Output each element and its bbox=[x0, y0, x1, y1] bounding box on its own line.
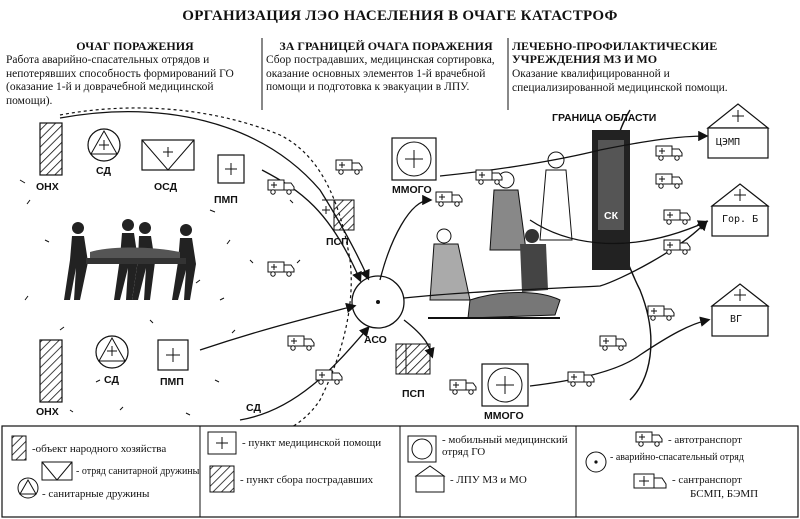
mmogo-symbol-bottom bbox=[481, 363, 529, 407]
label-onh-bottom: ОНХ bbox=[36, 406, 59, 418]
label-vg: ВГ bbox=[730, 314, 743, 325]
truck bbox=[267, 179, 295, 195]
column-heading-focus: ОЧАГ ПОРАЖЕНИЯ bbox=[76, 39, 194, 53]
column-heading-lpu: ЛЕЧЕБНО-ПРОФИЛАКТИЧЕСКИЕ УЧРЕЖДЕНИЯ МЗ И… bbox=[512, 39, 718, 66]
truck bbox=[267, 261, 295, 277]
label-onh-top: ОНХ bbox=[36, 181, 59, 193]
legend-pmp-text: - пункт медицинской помощи bbox=[242, 437, 382, 449]
psp-symbol-top bbox=[322, 199, 355, 231]
psp-symbol-bottom bbox=[395, 343, 431, 375]
legend-sd-text: - санитарные дружины bbox=[42, 488, 150, 500]
truck bbox=[315, 369, 343, 385]
truck bbox=[663, 209, 691, 225]
label-pmp-bottom: ПМП bbox=[160, 376, 184, 388]
label-osd: ОСД bbox=[154, 181, 178, 193]
label-mmogo-bottom: ММОГО bbox=[484, 410, 524, 422]
label-sd-bottom: СД bbox=[104, 374, 119, 386]
sd-symbol-top bbox=[87, 128, 121, 162]
label-sd-lower: СД bbox=[246, 402, 261, 414]
legend-auto-text: - автотранспорт bbox=[668, 434, 742, 446]
sd-symbol-bottom bbox=[95, 335, 129, 369]
legend-sanit-text: - сантранспорт bbox=[672, 474, 742, 486]
column-text-focus: Работа аварийно-спасательных отрядов и н… bbox=[6, 54, 234, 107]
rescuers-illustration bbox=[64, 219, 196, 300]
label-gor-b: Гор. Б bbox=[722, 214, 759, 225]
legend-mmogo-text: - мобильный медицинский отряд ГО bbox=[442, 434, 568, 458]
legend-lpu-text: - ЛПУ МЗ и МО bbox=[450, 474, 527, 486]
region-border-label: ГРАНИЦА ОБЛАСТИ bbox=[552, 112, 657, 124]
truck bbox=[435, 191, 463, 207]
truck bbox=[663, 239, 691, 255]
aso-symbol bbox=[351, 275, 405, 329]
label-tsemp: ЦЭМП bbox=[716, 137, 741, 148]
mmogo-symbol-top bbox=[391, 137, 437, 181]
legend-aso-icon bbox=[585, 451, 607, 473]
legend-lpu-icon bbox=[414, 465, 446, 493]
osd-symbol bbox=[141, 139, 195, 171]
truck bbox=[599, 335, 627, 351]
label-psp-top: ПСП bbox=[326, 236, 349, 248]
legend-osd-icon bbox=[41, 461, 73, 481]
legend-sanit-icon bbox=[633, 473, 667, 489]
truck bbox=[655, 173, 683, 189]
column-text-lpu: Оказание квалифицированной и специализир… bbox=[512, 68, 728, 94]
legend-onh-text: -объект народного хозяйства bbox=[32, 443, 167, 455]
pmp-symbol-top bbox=[217, 154, 245, 184]
truck bbox=[647, 305, 675, 321]
label-ck: СК bbox=[604, 210, 618, 222]
truck bbox=[567, 371, 595, 387]
onh-symbol-bottom bbox=[39, 339, 63, 403]
legend-psp-icon bbox=[209, 465, 235, 493]
label-psp-bottom: ПСП bbox=[402, 388, 425, 400]
legend-sanit-subtext: БСМП, БЭМП bbox=[690, 488, 759, 500]
legend-pmp-icon bbox=[207, 431, 237, 455]
legend-sd-icon bbox=[17, 477, 39, 499]
pmp-symbol-bottom bbox=[157, 339, 189, 371]
truck bbox=[475, 169, 503, 185]
legend-onh-icon bbox=[11, 435, 27, 461]
lpu-gor-b bbox=[710, 183, 770, 237]
label-sd-top: СД bbox=[96, 165, 111, 177]
focus-boundary bbox=[59, 107, 352, 441]
truck bbox=[287, 335, 315, 351]
label-aso: АСО bbox=[364, 334, 387, 346]
onh-symbol-top bbox=[39, 122, 63, 176]
truck bbox=[335, 159, 363, 175]
truck bbox=[449, 379, 477, 395]
legend-mmogo-icon bbox=[407, 435, 437, 463]
legend-aso-text: - аварийно-спасательный отряд bbox=[610, 452, 744, 463]
label-pmp-top: ПМП bbox=[214, 194, 238, 206]
truck bbox=[655, 145, 683, 161]
label-mmogo-top: ММОГО bbox=[392, 184, 432, 196]
column-heading-outside: ЗА ГРАНИЦЕЙ ОЧАГА ПОРАЖЕНИЯ bbox=[279, 39, 493, 53]
page-title: ОРГАНИЗАЦИЯ ЛЭО НАСЕЛЕНИЯ В ОЧАГЕ КАТАСТ… bbox=[182, 8, 618, 24]
legend-osd-text: - отряд санитарной дружины bbox=[76, 466, 200, 477]
column-text-outside: Сбор пострадавших, медицинская сортировк… bbox=[266, 54, 495, 93]
legend-psp-text: - пункт сбора пострадавших bbox=[240, 474, 374, 486]
lpu-vg bbox=[710, 283, 770, 337]
lpu-tsemp bbox=[706, 103, 770, 159]
